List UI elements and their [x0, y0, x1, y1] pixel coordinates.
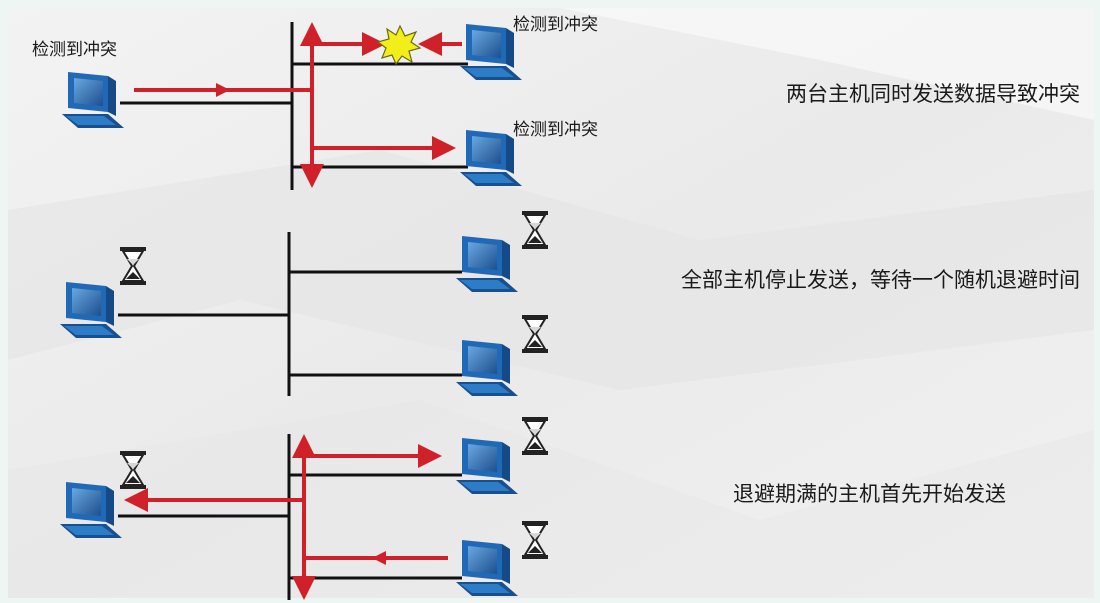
collision-detected-label: 检测到冲突: [513, 120, 598, 140]
panel-collision: 检测到冲突 检测到冲突 检测到冲突 两台主机同时发送数据导致冲突: [32, 15, 1080, 190]
collision-burst-icon: [376, 24, 422, 66]
background-shape: [8, 150, 1094, 390]
collision-detected-label: 检测到冲突: [513, 15, 598, 35]
signal-arrow: [216, 83, 230, 97]
panel-caption: 全部主机停止发送，等待一个随机退避时间: [681, 268, 1080, 292]
panel-caption: 退避期满的主机首先开始发送: [733, 482, 1006, 506]
background-shape: [8, 400, 1094, 598]
panel-backoff: 全部主机停止发送，等待一个随机退避时间: [60, 210, 1080, 396]
collision-detected-label: 检测到冲突: [32, 40, 117, 60]
background-shape: [560, 8, 1094, 120]
signal-arrow: [372, 551, 386, 565]
panel-caption: 两台主机同时发送数据导致冲突: [786, 82, 1080, 106]
panel-retransmit: 退避期满的主机首先开始发送: [60, 416, 1006, 600]
